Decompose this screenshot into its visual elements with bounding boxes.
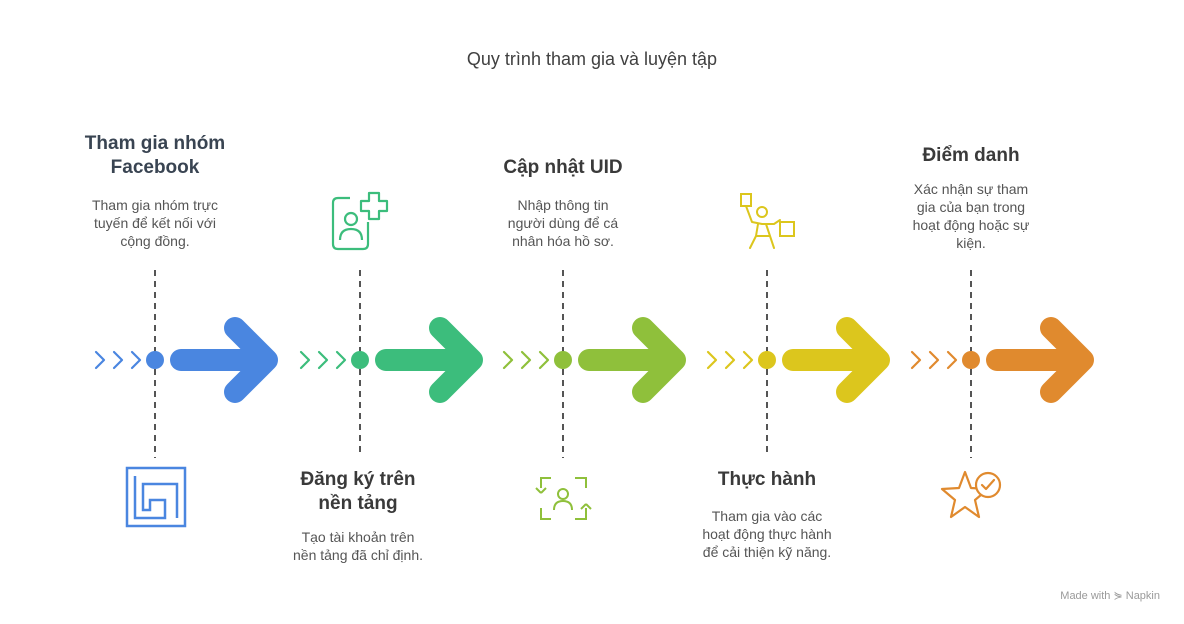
step-2-desc-line-1: Tạo tài khoản trên — [301, 529, 415, 545]
step-5-description: Xác nhận sự tham gia của bạn trong hoạt … — [871, 180, 1071, 252]
step-1-desc-line-3: cộng đồng. — [120, 233, 190, 249]
step-2-chevron-2 — [317, 350, 329, 370]
step-5-desc-line-1: Xác nhận sự tham — [913, 181, 1029, 197]
step-1-arrow-head — [224, 317, 278, 403]
step-3-chevron-3 — [538, 350, 550, 370]
practice-person-icon — [740, 193, 795, 249]
step-3-title-line-1: Cập nhật UID — [503, 157, 623, 178]
step-4-title: Thực hành — [667, 468, 867, 492]
step-2-description: Tạo tài khoản trên nền tảng đã chỉ định. — [258, 528, 458, 564]
napkin-watermark[interactable]: Made with ⋟ Napkin — [1060, 590, 1160, 602]
page-title: Quy trình tham gia và luyện tập — [466, 49, 718, 69]
user-add-icon — [331, 191, 389, 251]
step-4-chevron-2 — [724, 350, 736, 370]
step-2-node-dot — [351, 351, 369, 369]
step-5-desc-line-4: kiện. — [956, 235, 986, 251]
step-1-chevron-2 — [112, 350, 124, 370]
step-3-description: Nhập thông tin người dùng để cá nhân hóa… — [463, 196, 663, 250]
step-1-title: Tham gia nhóm Facebook — [55, 132, 255, 180]
step-5-title: Điểm danh — [871, 144, 1071, 168]
step-2-chevron-3 — [335, 350, 347, 370]
step-1-description: Tham gia nhóm trực tuyến để kết nối với … — [55, 196, 255, 250]
step-4-desc-line-3: để cải thiện kỹ năng. — [702, 544, 832, 560]
step-4-chevron-3 — [742, 350, 754, 370]
step-1-title-line-2: Facebook — [110, 157, 200, 178]
step-1-desc-line-1: Tham gia nhóm trực — [91, 197, 219, 213]
step-5-arrow-head — [1040, 317, 1094, 403]
step-1-chevron-1 — [94, 350, 106, 370]
step-4-description: Tham gia vào các hoạt động thực hành để … — [667, 507, 867, 561]
step-4-desc-line-1: Tham gia vào các — [711, 508, 823, 524]
step-3-chevron-2 — [520, 350, 532, 370]
step-3-desc-line-2: người dùng để cá — [507, 215, 619, 231]
step-1-node-dot — [146, 351, 164, 369]
step-5-chevron-1 — [910, 350, 922, 370]
step-5-title-line-1: Điểm danh — [922, 145, 1020, 166]
step-2-arrow-head — [429, 317, 483, 403]
profile-update-icon — [535, 477, 592, 520]
step-5-desc-line-3: hoạt động hoặc sự — [912, 217, 1030, 233]
step-5-desc-line-2: gia của bạn trong — [916, 199, 1026, 215]
step-2-title-line-1: Đăng ký trên — [300, 469, 416, 490]
step-1-title-line-1: Tham gia nhóm — [84, 133, 226, 154]
step-5-chevron-2 — [928, 350, 940, 370]
step-2-title-line-2: nền tảng — [318, 493, 398, 514]
step-2-title: Đăng ký trên nền tảng — [258, 468, 458, 516]
step-4-title-line-1: Thực hành — [717, 469, 817, 490]
step-3-desc-line-1: Nhập thông tin — [517, 197, 609, 213]
step-4-node-dot — [758, 351, 776, 369]
step-4-chevron-1 — [706, 350, 718, 370]
star-check-icon — [940, 470, 1002, 519]
step-5-chevron-3 — [946, 350, 958, 370]
step-4-desc-line-2: hoạt động thực hành — [702, 526, 832, 542]
step-2-chevron-1 — [299, 350, 311, 370]
step-3-arrow-head — [632, 317, 686, 403]
step-3-chevron-1 — [502, 350, 514, 370]
step-3-title: Cập nhật UID — [463, 156, 663, 180]
step-5-node-dot — [962, 351, 980, 369]
step-3-node-dot — [554, 351, 572, 369]
facebook-group-icon — [125, 466, 187, 528]
step-3-desc-line-3: nhân hóa hồ sơ. — [512, 233, 614, 249]
step-4-arrow-head — [836, 317, 890, 403]
step-1-chevron-3 — [130, 350, 142, 370]
step-1-desc-line-2: tuyến để kết nối với — [93, 215, 217, 231]
step-2-desc-line-2: nền tảng đã chỉ định. — [293, 547, 423, 563]
